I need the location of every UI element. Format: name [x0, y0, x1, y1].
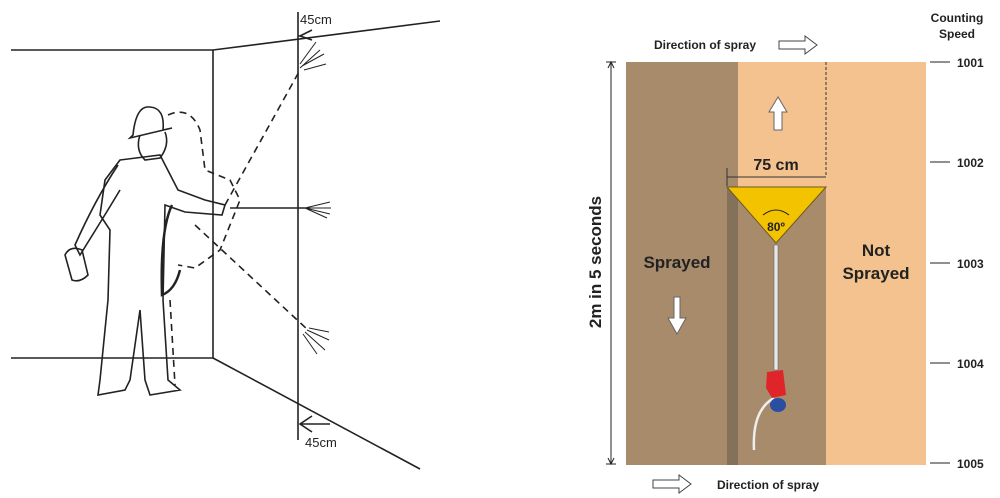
spray-fan	[725, 186, 828, 244]
spray-path-up	[224, 69, 301, 206]
spray-swath-diagram: Counting Speed Direction of spray 75 cm …	[586, 11, 984, 494]
sleeve	[770, 398, 786, 412]
counting-scale	[930, 61, 950, 464]
not-sprayed-label-line2: Sprayed	[842, 264, 909, 283]
bottom-distance-label: 45cm	[305, 435, 337, 450]
sprayed-label: Sprayed	[643, 253, 710, 272]
hand	[766, 370, 786, 398]
count-1005: 1005	[957, 457, 984, 471]
arrow-right-icon	[652, 474, 692, 494]
angle-arc-icon	[762, 209, 790, 216]
hose	[752, 396, 775, 451]
floor-corner-edge	[212, 357, 421, 470]
arrow-up-icon	[768, 96, 788, 131]
count-1004: 1004	[957, 357, 984, 371]
direction-of-spray-bottom: Direction of spray	[717, 478, 819, 492]
counting-speed-title-line1: Counting	[931, 11, 984, 25]
counting-speed-title-line2: Speed	[939, 27, 975, 41]
height-time-label: 2m in 5 seconds	[586, 196, 605, 328]
swath-width-label: 75 cm	[753, 157, 798, 174]
arrow-down-icon	[667, 296, 687, 336]
spray-operator-figure	[64, 106, 241, 396]
spray-lance	[752, 244, 786, 451]
count-1001: 1001	[957, 56, 984, 70]
not-sprayed-area	[826, 62, 926, 465]
top-distance-arrow	[297, 29, 313, 41]
direction-of-spray-top: Direction of spray	[654, 38, 756, 52]
wall-spraying-sketch: 45cm 45cm	[11, 12, 441, 470]
height-dimension-line	[606, 60, 616, 466]
ceiling-edge	[212, 20, 441, 51]
spray-burst-icon	[299, 41, 331, 355]
arrow-right-icon	[778, 35, 818, 55]
nozzle-angle-label: 80º	[767, 220, 785, 234]
swath-width-dimension	[726, 168, 826, 186]
bottom-distance-arrow	[298, 415, 330, 433]
overlap-strip	[727, 187, 738, 465]
sprayed-area	[626, 62, 738, 465]
count-1003: 1003	[957, 257, 984, 271]
count-1002: 1002	[957, 156, 984, 170]
spray-path-down	[194, 224, 309, 331]
not-sprayed-label-line1: Not	[862, 241, 891, 260]
top-distance-label: 45cm	[300, 12, 332, 27]
